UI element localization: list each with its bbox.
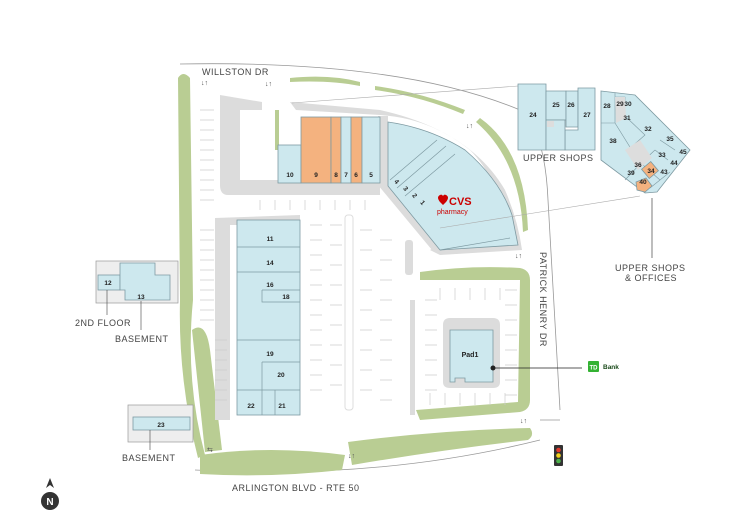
- street-label-arlington: ARLINGTON BLVD - RTE 50: [232, 483, 360, 493]
- unit-9: [300, 116, 332, 184]
- unit-label: 6: [354, 172, 358, 179]
- unit-label: 11: [267, 236, 274, 243]
- unit-label: 32: [644, 126, 652, 133]
- traffic-light-icon: [554, 445, 563, 466]
- bottom-left-building: [127, 404, 194, 443]
- unit-34: [640, 160, 660, 180]
- cvs-brand: CVS: [449, 196, 472, 208]
- basement-label: BASEMENT: [115, 334, 169, 344]
- arrow-icon: ↓↑: [265, 81, 272, 88]
- unit-label: 19: [266, 351, 274, 358]
- unit-label: 24: [529, 112, 537, 119]
- lower-retail-building: [236, 219, 301, 416]
- upper-shops-offices-label: UPPER SHOPS: [615, 263, 686, 273]
- unit-5: [361, 116, 381, 184]
- cvs-logo: CVS pharmacy: [437, 194, 472, 216]
- unit-label: 33: [658, 152, 666, 159]
- arrow-icon: ↓↑: [348, 453, 355, 460]
- cvs-sub: pharmacy: [437, 209, 468, 216]
- arrow-icon: ↓↑: [520, 418, 527, 425]
- upper-shops-inset: [517, 83, 596, 151]
- unit-label: 34: [647, 168, 655, 175]
- upper-shops-offices-inset: [600, 90, 691, 194]
- callout-line: [291, 85, 519, 104]
- unit-label: 28: [603, 103, 611, 110]
- landscaping: [178, 74, 533, 476]
- unit-label: 18: [282, 294, 290, 301]
- parking-stalls: [200, 109, 517, 405]
- unit-label: 44: [670, 160, 678, 167]
- road-edge: [179, 63, 561, 411]
- unit-label: 31: [623, 115, 631, 122]
- street-label-patrick-henry: PATRICK HENRY DR: [538, 252, 548, 347]
- unit-label: 16: [266, 282, 274, 289]
- unit-label: 29: [616, 101, 624, 108]
- upper-shops-offices-label: & OFFICES: [625, 273, 677, 283]
- unit-label: 14: [266, 260, 274, 267]
- unit-label: 2: [410, 192, 418, 200]
- td-bank-logo: TD Bank: [588, 361, 619, 372]
- unit-label: 26: [567, 102, 575, 109]
- unit-label: 7: [344, 172, 348, 179]
- unit-label: 39: [627, 170, 635, 177]
- arrow-icon: ↓↑: [201, 80, 208, 87]
- second-floor-label: 2ND FLOOR: [75, 318, 131, 328]
- pad1-building: [449, 329, 494, 383]
- unit-label: 27: [583, 112, 591, 119]
- unit-label: 35: [666, 136, 674, 143]
- unit-label: 5: [369, 172, 373, 179]
- pad1-label: Pad1: [462, 352, 479, 359]
- unit-label: 12: [104, 280, 112, 287]
- unit-label: 9: [314, 172, 318, 179]
- north-arrow-icon: N: [41, 478, 59, 510]
- unit-label: 25: [552, 102, 560, 109]
- unit-label: 22: [247, 403, 255, 410]
- upper-shops-label: UPPER SHOPS: [523, 153, 594, 163]
- unit-label: 13: [137, 294, 145, 301]
- unit-40: [635, 177, 653, 193]
- basement-label: BASEMENT: [122, 453, 176, 463]
- callout-line: [439, 195, 641, 229]
- unit-label: 3: [401, 185, 409, 193]
- unit-label: 10: [286, 172, 294, 179]
- arrow-icon: ⇆: [207, 447, 213, 454]
- left-building: [95, 260, 179, 304]
- unit-label: 20: [277, 372, 285, 379]
- unit-label: 1: [418, 199, 426, 207]
- unit-label: 21: [278, 403, 286, 410]
- svg-text:N: N: [46, 497, 53, 508]
- entrance-arrows: ↓↑ ↓↑ ↓↑ ↓↑ ↓↑ ⇆ ↓↑: [201, 80, 527, 460]
- main-retail-strip: [277, 116, 519, 251]
- svg-text:TD: TD: [590, 366, 599, 372]
- arrow-icon: ↓↑: [466, 123, 473, 130]
- unit-label: 45: [679, 149, 687, 156]
- unit-label: 8: [334, 172, 338, 179]
- unit-label: 36: [634, 162, 642, 169]
- arrow-icon: ↓↑: [515, 253, 522, 260]
- street-label-willston: WILLSTON DR: [202, 67, 269, 77]
- unit-label: 38: [609, 138, 617, 145]
- heart-icon: [438, 194, 448, 205]
- svg-text:Bank: Bank: [603, 364, 619, 371]
- unit-label: 23: [157, 422, 165, 429]
- unit-label: 30: [624, 101, 632, 108]
- unit-label: 43: [660, 169, 668, 176]
- unit-label: 40: [639, 179, 647, 186]
- unit-label: 4: [392, 178, 400, 186]
